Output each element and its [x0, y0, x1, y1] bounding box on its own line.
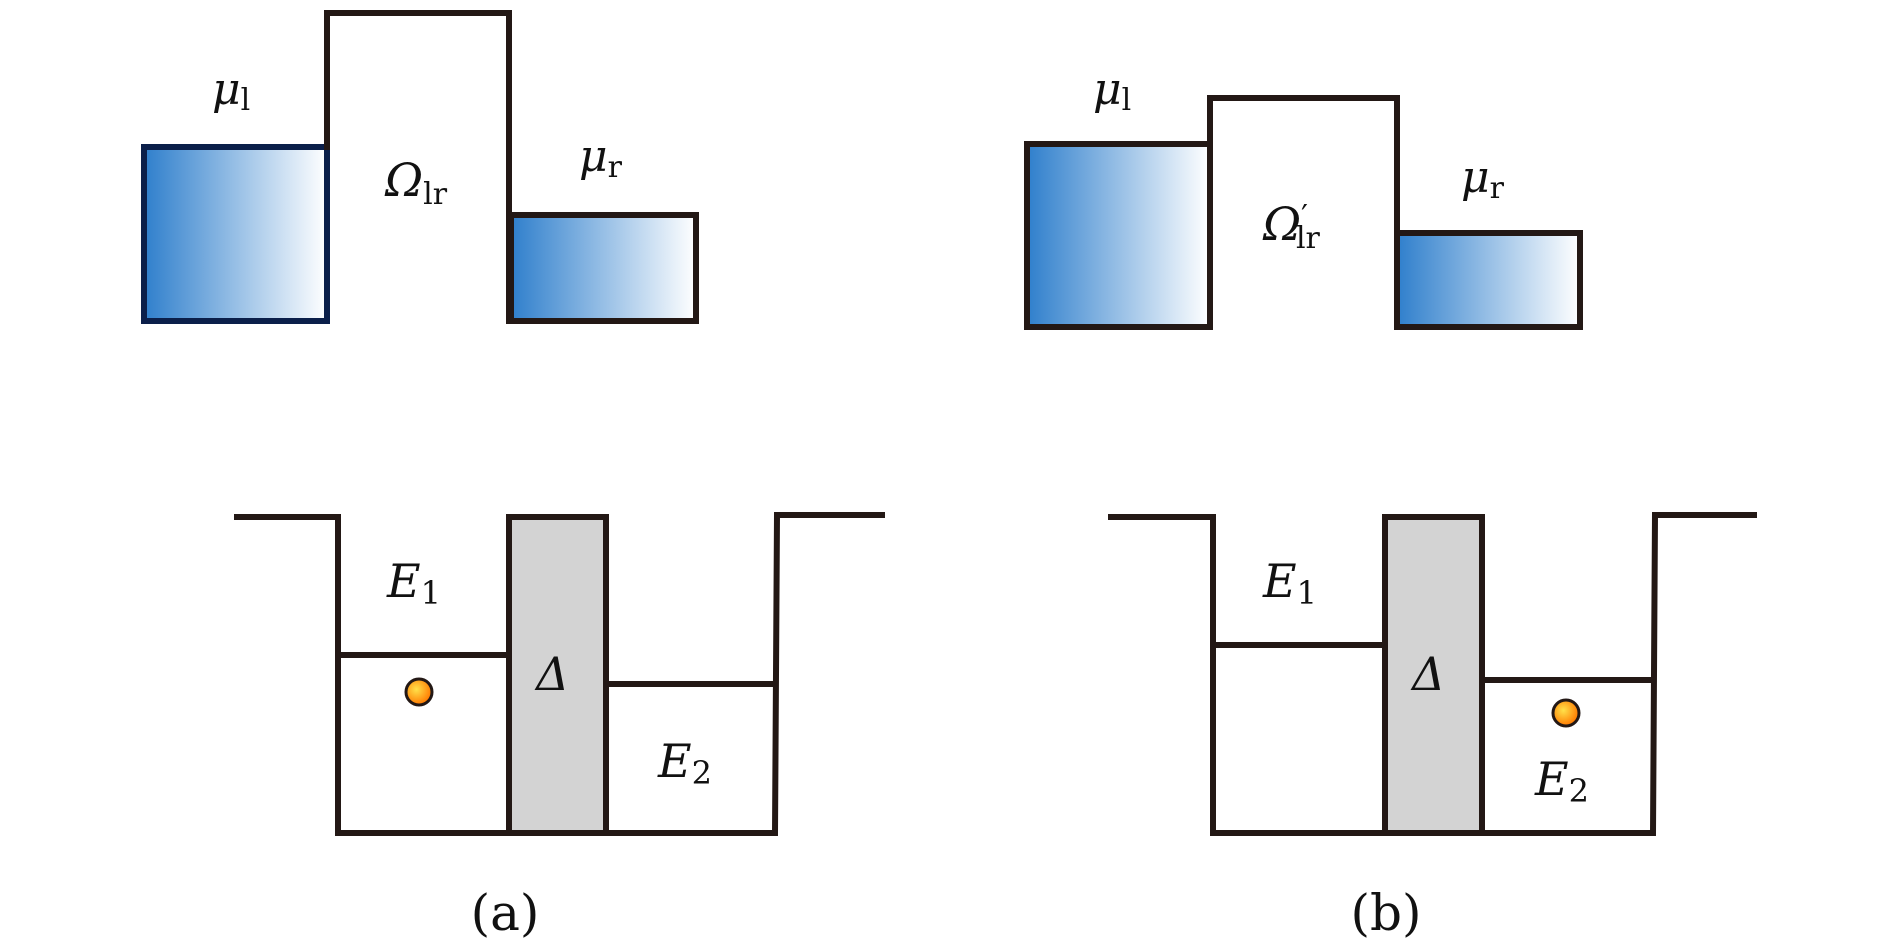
e2-label-a: E2	[657, 734, 712, 792]
mu-left-a: μl	[212, 64, 250, 118]
e1-label-b: E1	[1262, 554, 1317, 612]
panel-a-double-dot: E1 Δ E2 (a)	[234, 512, 885, 942]
electron-b	[1551, 698, 1581, 728]
caption-b: (b)	[1350, 884, 1421, 942]
tunnel-barrier-b	[1207, 95, 1400, 330]
left-reservoir-a	[141, 144, 330, 324]
right-reservoir-b	[1394, 230, 1583, 330]
central-barrier-b	[1382, 514, 1485, 836]
mu-right-b: μr	[1461, 152, 1505, 206]
left-reservoir-b	[1024, 141, 1213, 330]
right-reservoir-a	[508, 212, 699, 324]
delta-label-a: Δ	[534, 647, 569, 701]
omega-prime-b: Ω′lr	[1262, 197, 1321, 256]
e2-label-b: E2	[1534, 752, 1589, 810]
electron-a	[404, 677, 434, 707]
mu-right-a: μr	[579, 131, 623, 185]
e1-label-a: E1	[386, 554, 441, 612]
delta-label-b: Δ	[1410, 647, 1445, 701]
omega-a: Ωlr	[384, 153, 448, 212]
caption-a: (a)	[471, 884, 540, 942]
central-barrier-a	[506, 514, 609, 836]
tunnel-barrier-a	[324, 10, 512, 324]
panel-b-double-dot: E1 Δ E2 (b)	[1108, 512, 1757, 942]
mu-left-b: μl	[1093, 64, 1131, 118]
panel-b-potential-profile: μl Ω′lr μr	[1024, 64, 1583, 330]
panel-a-potential-profile: μl Ωlr μr	[141, 10, 699, 324]
